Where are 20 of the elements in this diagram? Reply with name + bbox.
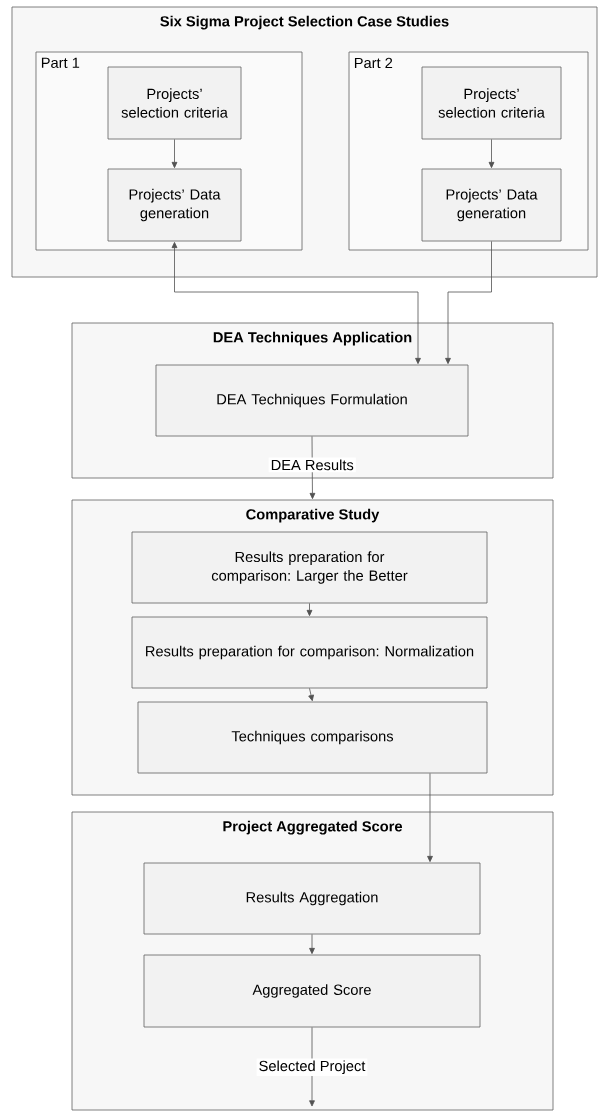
process-box: Projects’ selection criteria [421,66,562,140]
process-box: Results preparation for comparison: Normalization [131,616,488,689]
arrow [171,242,421,365]
process-box: Aggregated Score [143,954,481,1028]
process-box: Techniques comparisons [137,701,488,774]
process-box: Projects’ Data generation [107,168,242,242]
arrow [445,241,492,365]
edge-label: DEA Results [268,457,356,473]
arrow [171,139,178,169]
arrow [306,603,313,617]
process-box: Projects’ selection criteria [107,66,242,140]
process-box: Projects’ Data generation [421,168,562,242]
arrow [308,688,314,702]
arrow [427,773,433,863]
process-box: Results preparation for comparison: Larger the Better [131,531,488,604]
process-box: Results Aggregation [143,862,481,935]
arrow [309,934,315,955]
arrow [488,139,495,169]
edge-label: Selected Project [256,1058,368,1077]
process-box: DEA Techniques Formulation [155,364,469,437]
